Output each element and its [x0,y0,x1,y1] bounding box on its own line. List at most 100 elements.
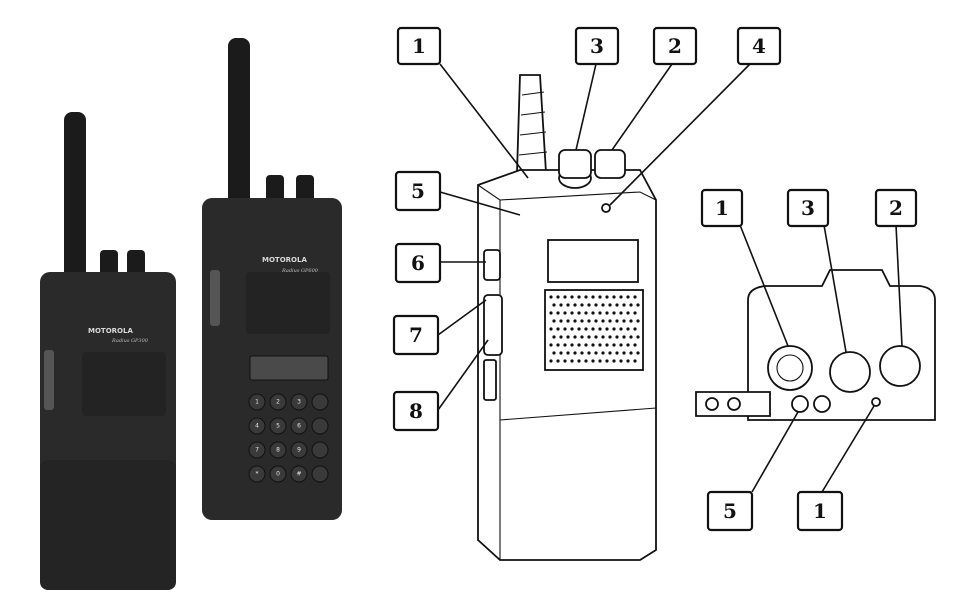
speaker-hole [587,303,591,307]
callout-top-5: 5 [706,490,754,532]
side-contact-8-drawing [483,359,497,401]
speaker-hole [608,303,612,307]
callout-side-6: 6 [394,242,442,284]
side-button-large [210,270,220,326]
speaker-hole [549,359,553,363]
knob-2-top [879,345,921,387]
keypad-key [290,417,308,435]
svg-text:5: 5 [723,499,737,523]
speaker-hole [622,319,626,323]
speaker-hole [570,311,574,315]
keypad-key [248,417,266,435]
keypad-key-label: 5 [276,423,280,430]
display-window-drawing [547,239,639,283]
speaker-hole [577,327,581,331]
speaker-hole [619,327,623,331]
speaker-hole [556,311,560,315]
keypad-key [290,441,308,459]
speaker-hole [598,343,602,347]
speaker-hole [591,327,595,331]
keypad-key-label: 0 [276,471,280,478]
antenna-large [228,38,250,228]
speaker-hole [622,351,626,355]
speaker-hole [573,351,577,355]
keypad-key-label: # [296,471,301,478]
speaker-hole [552,351,556,355]
speaker-hole [580,335,584,339]
speaker-hole [591,359,595,363]
keypad-key-label: 9 [297,447,301,454]
callout-top-3: 3 [786,188,830,228]
speaker-hole [563,311,567,315]
leader-side-4 [609,63,751,206]
speaker-hole [633,311,637,315]
speaker-hole [566,319,570,323]
speaker-hole [612,311,616,315]
speaker-hole [577,343,581,347]
speaker-hole [605,295,609,299]
speaker-hole [563,359,567,363]
speaker-hole [549,311,553,315]
svg-text:1: 1 [813,499,827,523]
ptt-button-7-drawing [483,294,503,356]
knob-3-body [558,149,592,179]
speaker-hole [605,311,609,315]
speaker-hole [615,303,619,307]
leader-side-1 [439,63,529,179]
speaker-hole [573,335,577,339]
keypad-key [311,393,329,411]
speaker-hole [566,351,570,355]
speaker-hole [559,351,563,355]
speaker-hole [559,335,563,339]
side-button-6-drawing [483,249,501,281]
speaker-hole [584,359,588,363]
speaker-hole [570,359,574,363]
indicator-1b-top [871,397,881,407]
side-button-small [44,350,54,410]
speaker-hole [622,335,626,339]
speaker-hole [608,351,612,355]
speaker-hole [633,295,637,299]
keypad-key-label: 4 [255,423,259,430]
speaker-hole [577,295,581,299]
speaker-hole [629,351,633,355]
leader-side-2 [611,63,673,151]
callout-side-4: 4 [736,26,782,66]
speaker-hole [615,335,619,339]
speaker-hole [601,303,605,307]
battery-seam [499,407,657,421]
knob-large-left [266,175,284,203]
svg-text:8: 8 [409,399,423,423]
keypad-key [290,465,308,483]
keypad-key [290,393,308,411]
speaker-hole [612,359,616,363]
speaker-hole [556,295,560,299]
speaker-hole [580,303,584,307]
speaker-hole [549,295,553,299]
leader-top-5 [751,411,799,493]
speaker-hole [601,319,605,323]
speaker-hole [552,319,556,323]
speaker-hole [549,343,553,347]
housing-edges [477,184,657,560]
battery-small [40,460,176,590]
bracket-screw-right [727,397,741,411]
callout-side-2: 2 [652,26,698,66]
speaker-hole [619,359,623,363]
speaker-hole [629,303,633,307]
speaker-hole [566,335,570,339]
leader-lines [437,63,903,493]
keypad-key-label: 6 [297,423,301,430]
knob-small-left [100,250,118,276]
top-housing-outline [747,269,936,421]
keypad-key [269,441,287,459]
speaker-hole [626,311,630,315]
speaker-hole [598,295,602,299]
speaker-hole [598,311,602,315]
speaker-hole [559,303,563,307]
speaker-hole [619,295,623,299]
speaker-hole [636,335,640,339]
keypad-key [269,465,287,483]
speaker-hole [619,311,623,315]
